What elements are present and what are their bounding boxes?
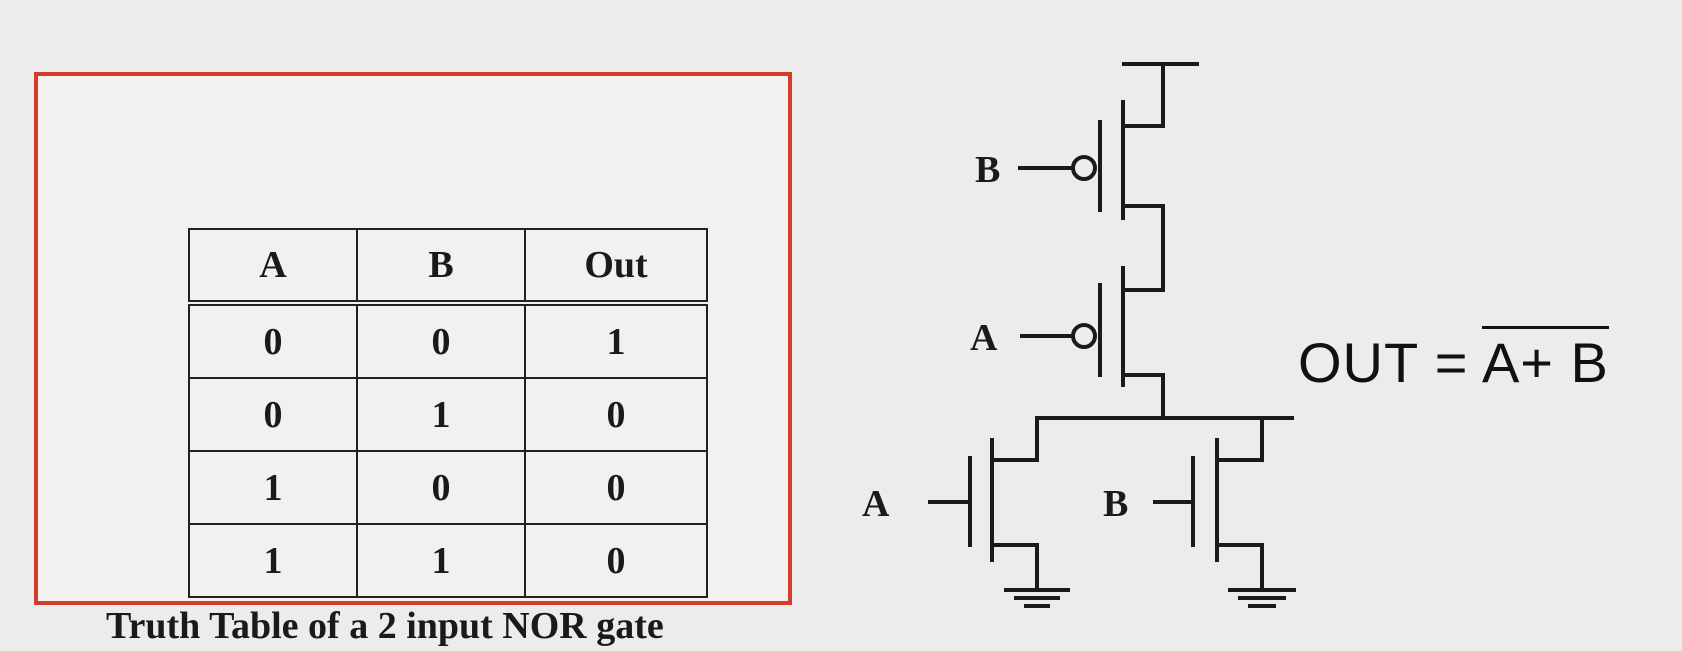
table-row: 0 0 1 xyxy=(188,302,708,379)
nmos-a-transistor xyxy=(928,438,1039,590)
equation-lhs: OUT = xyxy=(1298,331,1469,394)
header-a: A xyxy=(188,228,358,306)
header-out: Out xyxy=(524,228,708,306)
cell-a: 1 xyxy=(188,523,358,598)
nor-equation: OUT = A+ B xyxy=(1298,326,1609,395)
cell-a: 0 xyxy=(188,377,358,452)
nmos-b-transistor xyxy=(1153,438,1264,590)
table-row: 1 1 0 xyxy=(188,523,708,598)
cell-b: 1 xyxy=(356,377,526,452)
nmos-b-input-label: B xyxy=(1103,483,1128,525)
cell-a: 1 xyxy=(188,450,358,525)
cell-out: 1 xyxy=(524,302,708,379)
cell-b: 1 xyxy=(356,523,526,598)
ground-icon xyxy=(1228,588,1296,608)
cell-out: 0 xyxy=(524,523,708,598)
equation-rhs-overlined: A+ B xyxy=(1481,326,1609,394)
ground-icon xyxy=(1004,588,1070,608)
truth-table-caption: Truth Table of a 2 input NOR gate xyxy=(106,605,664,647)
header-b: B xyxy=(356,228,526,306)
cell-b: 0 xyxy=(356,302,526,379)
pmos-b-input-label: B xyxy=(975,149,1000,191)
cell-a: 0 xyxy=(188,302,358,379)
table-header-row: A B Out xyxy=(188,228,708,306)
cell-out: 0 xyxy=(524,377,708,452)
table-row: 1 0 0 xyxy=(188,450,708,525)
pmos-a-input-label: A xyxy=(970,317,998,359)
truth-table: A B Out 0 0 1 0 1 0 1 0 0 1 1 xyxy=(188,228,708,598)
table-row: 0 1 0 xyxy=(188,377,708,452)
cell-b: 0 xyxy=(356,450,526,525)
pmos-a-transistor xyxy=(1020,266,1165,387)
pmos-b-transistor xyxy=(1018,100,1165,220)
truth-table-panel: A B Out 0 0 1 0 1 0 1 0 0 1 1 xyxy=(34,72,792,647)
cell-out: 0 xyxy=(524,450,708,525)
nmos-a-input-label: A xyxy=(862,483,890,525)
